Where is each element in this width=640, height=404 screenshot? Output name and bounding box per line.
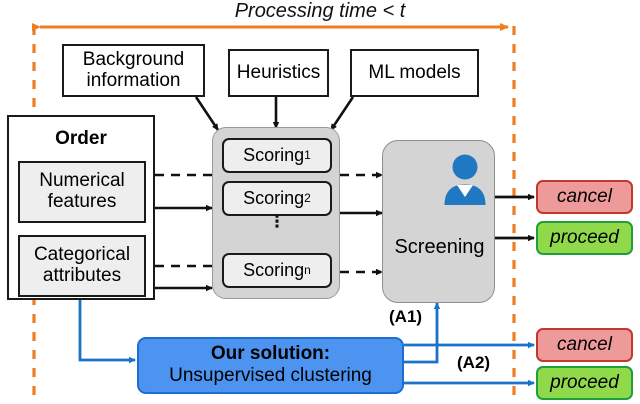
decision-proceed-bottom: proceed xyxy=(536,366,633,400)
decision-cancel-top: cancel xyxy=(536,180,633,214)
categorical-attributes-line2: attributes xyxy=(42,265,122,286)
scoring-1-subscript: 1 xyxy=(304,148,311,163)
screening-label: Screening xyxy=(394,236,485,258)
categorical-attributes-line1: Categorical xyxy=(33,244,131,266)
numerical-features-line1: Numerical xyxy=(39,170,125,192)
person-icon xyxy=(444,154,486,205)
our-solution-box: Our solution: Unsupervised clustering xyxy=(137,337,404,394)
categorical-attributes-box: Categorical attributes xyxy=(18,235,146,297)
annotation-a1: (A1) xyxy=(389,307,423,326)
scoring-2-subscript: 2 xyxy=(304,191,311,206)
numerical-features-box: Numerical features xyxy=(18,161,146,223)
background-information-line1: Background xyxy=(82,48,185,70)
screening-box: Screening xyxy=(382,140,495,303)
our-solution-line2: Unsupervised clustering xyxy=(169,364,372,386)
annotation-a2: (A2) xyxy=(457,353,491,372)
heuristics-box: Heuristics xyxy=(228,49,329,97)
arrow-mlmodels-to-scoring xyxy=(329,96,355,131)
order-title: Order xyxy=(55,128,107,149)
scoring-n-label: Scoring xyxy=(243,259,305,280)
background-information-line2: information xyxy=(86,69,181,91)
scoring-n-subscript: n xyxy=(304,263,311,278)
arrow-a1-solution-to-screening xyxy=(404,302,441,364)
decision-cancel-bottom: cancel xyxy=(536,328,633,362)
our-solution-line1: Our solution: xyxy=(210,343,331,364)
decision-proceed-top: proceed xyxy=(536,221,633,255)
scoring-2-label: Scoring xyxy=(243,187,305,208)
page-title: Processing time < t xyxy=(234,0,406,22)
order-box: Order Numerical features Categorical att… xyxy=(7,115,155,300)
arrow-order-to-solution xyxy=(78,300,136,364)
ml-models-box: ML models xyxy=(350,49,479,97)
scoring-ellipsis: ⋮ xyxy=(268,212,286,231)
scoring-1-label: Scoring xyxy=(243,144,305,165)
background-information-box: Background information xyxy=(62,44,205,97)
numerical-features-line2: features xyxy=(47,191,117,212)
arrow-background-to-scoring xyxy=(194,96,220,131)
